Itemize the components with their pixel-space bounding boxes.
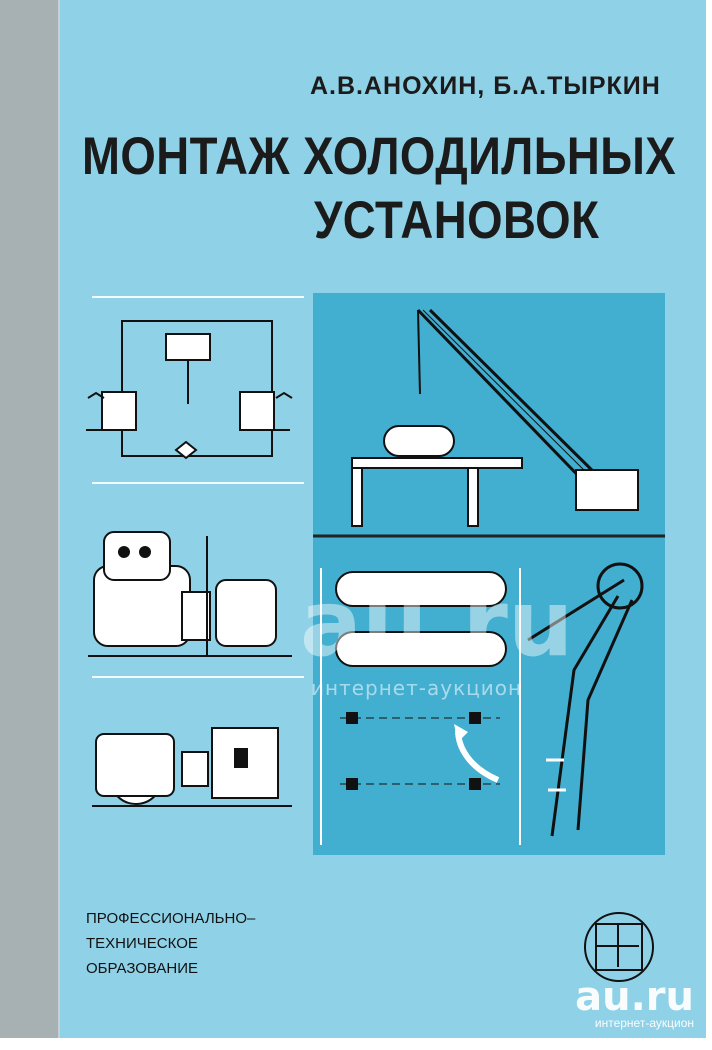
refrigeration-cycle-diagram: [86, 320, 293, 460]
watermark-domain: au.ru: [575, 974, 694, 1020]
series-line-2: ТЕХНИЧЕСКОЕ: [86, 935, 198, 952]
book-title-line-2: УСТАНОВОК: [314, 191, 600, 250]
book-title-line-1: МОНТАЖ ХОЛОДИЛЬНЫХ: [82, 127, 677, 186]
vsh-logo-icon: [584, 912, 654, 982]
watermark-tagline: интернет-аукцион: [594, 1016, 694, 1030]
compressor-motor-diagram: [88, 531, 292, 657]
overlay-watermark: au.ru: [300, 570, 574, 677]
divider-top: [92, 296, 304, 298]
divider-middle: [92, 482, 304, 484]
site-watermark: au.ru интернет-аукцион: [575, 974, 694, 1030]
logo-mark: [595, 923, 643, 971]
book-spine: [0, 0, 60, 1038]
divider-lower: [92, 676, 304, 678]
overlay-watermark-tagline: интернет-аукцион: [311, 676, 523, 700]
series-line-1: ПРОФЕССИОНАЛЬНО–: [86, 910, 256, 927]
series-label: ПРОФЕССИОНАЛЬНО– ТЕХНИЧЕСКОЕ ОБРАЗОВАНИЕ: [86, 906, 255, 981]
series-line-3: ОБРАЗОВАНИЕ: [86, 960, 199, 977]
pump-motor-diagram: [92, 727, 292, 807]
crawler-crane-icon: [335, 308, 644, 837]
authors: А.В.АНОХИН, Б.А.ТЫРКИН: [310, 72, 661, 100]
